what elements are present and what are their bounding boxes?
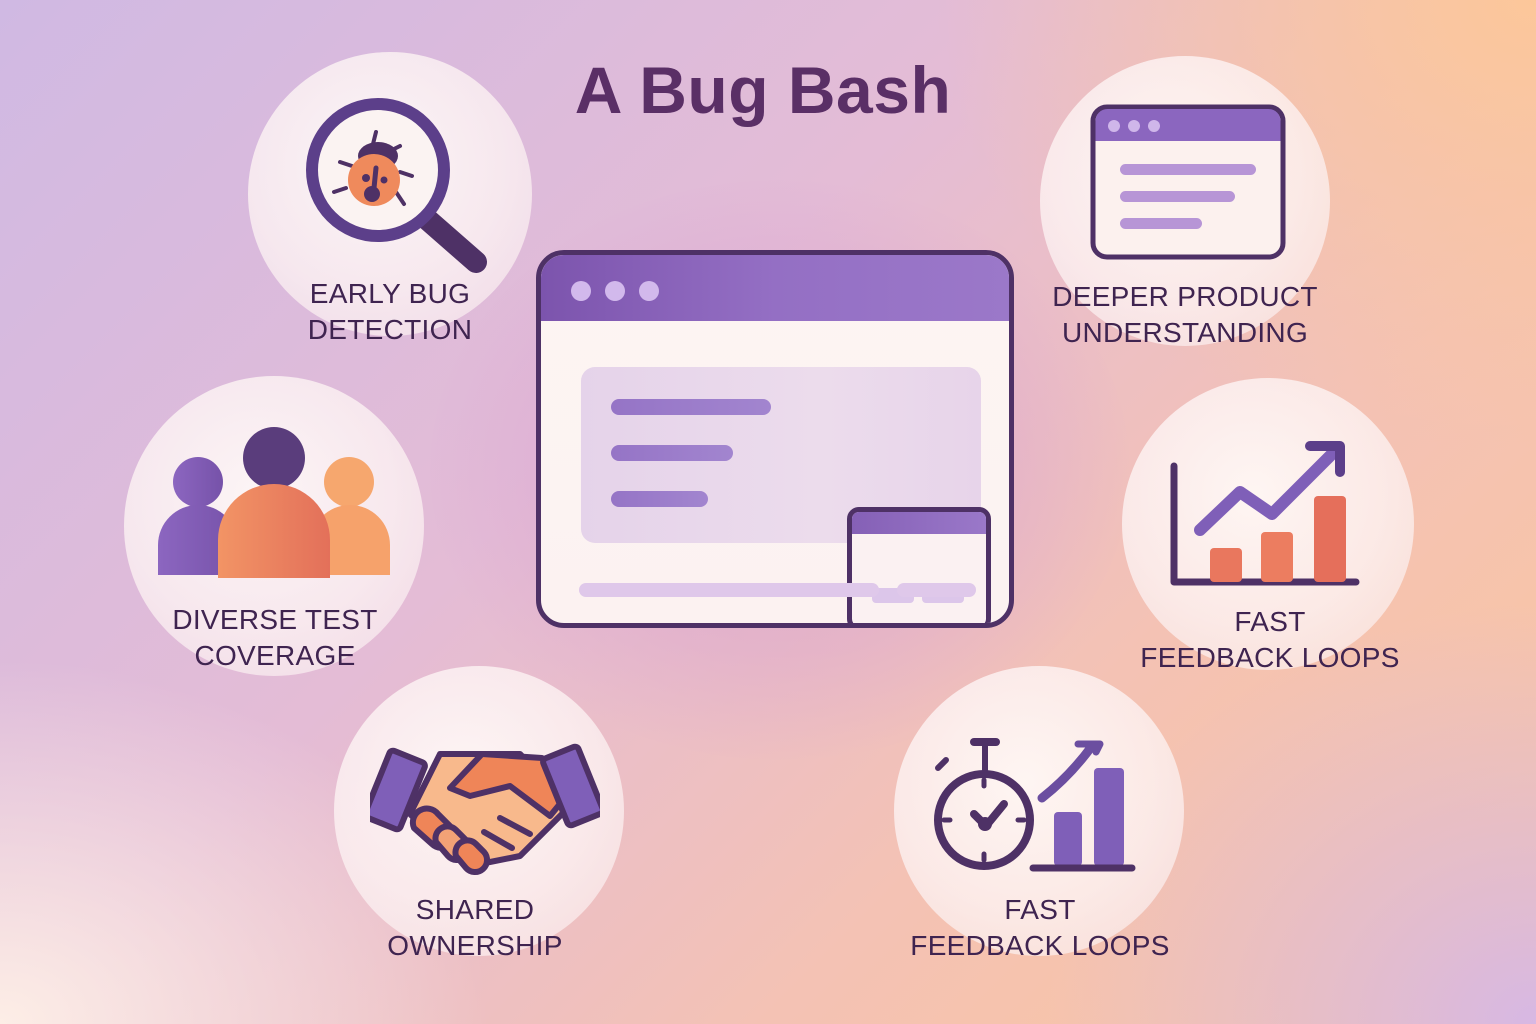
nested-dialog-window — [847, 507, 991, 623]
stopwatch-chart-icon — [934, 738, 1136, 872]
benefit-label-shared-ownership: SHARED OWNERSHIP — [387, 894, 563, 961]
benefit-label-diverse-test-coverage: DIVERSE TEST COVERAGE — [172, 604, 378, 671]
central-browser-window — [536, 250, 1014, 628]
handshake-icon — [370, 743, 600, 876]
text-line-placeholder — [611, 491, 708, 507]
content-panel — [581, 367, 991, 623]
window-dot-icon — [605, 281, 625, 301]
text-line-placeholder — [611, 445, 733, 461]
benefit-label-fast-feedback-loops-chart: FAST FEEDBACK LOOPS — [1140, 606, 1400, 673]
benefit-label-deeper-product-understanding: DEEPER PRODUCT UNDERSTANDING — [1052, 281, 1318, 348]
window-dot-icon — [639, 281, 659, 301]
footer-line-placeholder — [897, 583, 976, 597]
people-group-icon — [158, 427, 390, 578]
benefit-label-fast-feedback-loops-stopwatch: FAST FEEDBACK LOOPS — [910, 894, 1170, 961]
text-line-placeholder — [611, 399, 771, 415]
benefit-label-early-bug-detection: EARLY BUG DETECTION — [307, 278, 473, 345]
page-title: A Bug Bash — [574, 53, 952, 127]
footer-line-placeholder — [579, 583, 879, 597]
growth-chart-icon — [1170, 441, 1360, 586]
browser-title-bar — [541, 255, 1009, 321]
browser-window-icon — [1090, 104, 1286, 260]
dialog-title-bar — [852, 512, 986, 534]
magnifier-bug-icon — [306, 98, 487, 273]
window-dot-icon — [571, 281, 591, 301]
